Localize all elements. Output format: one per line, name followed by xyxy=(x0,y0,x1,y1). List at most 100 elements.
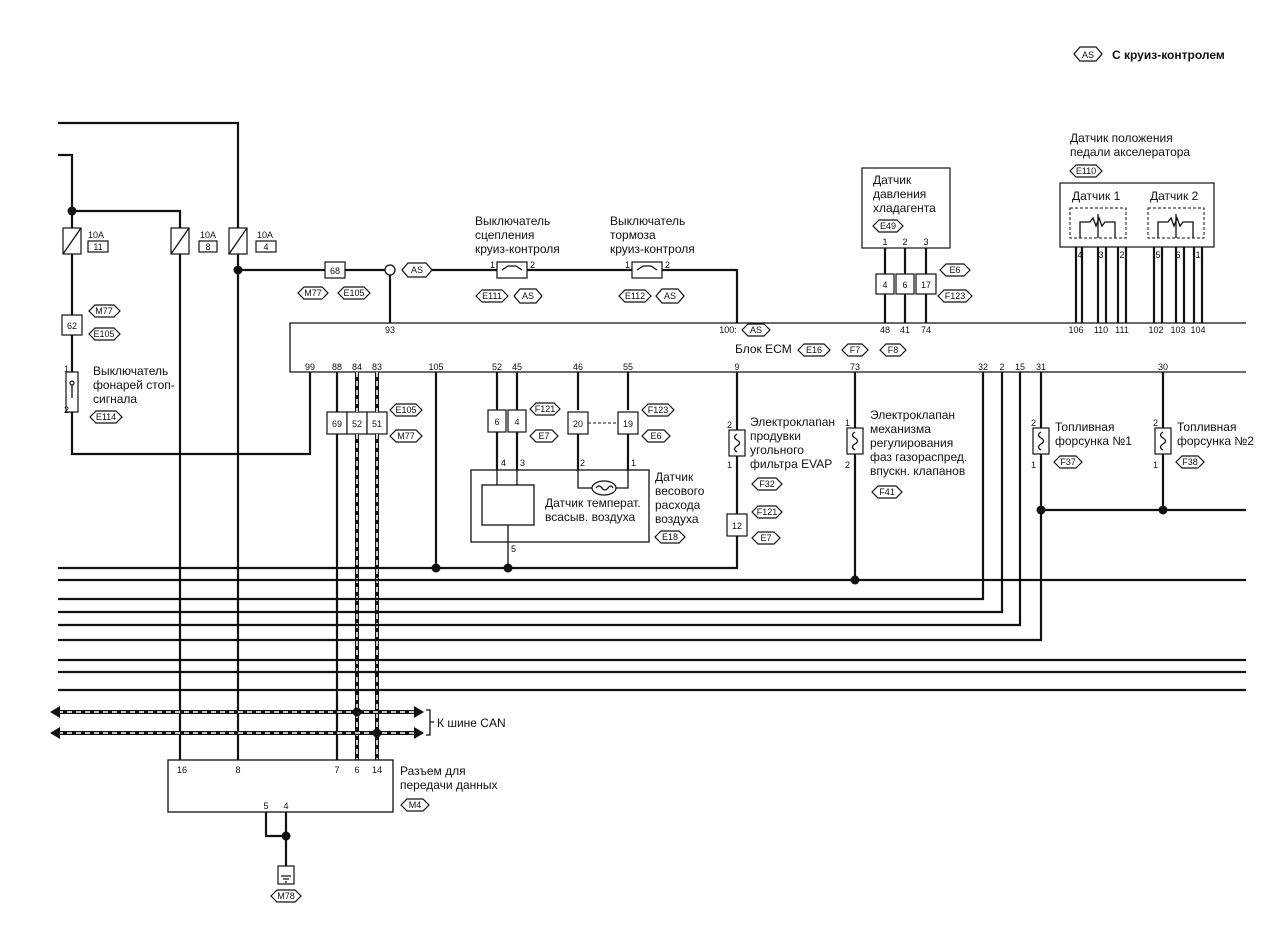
svg-text:110: 110 xyxy=(1094,325,1108,335)
svg-text:F41: F41 xyxy=(879,487,895,497)
svg-text:4: 4 xyxy=(882,280,887,290)
svg-text:фаз газораспред.: фаз газораспред. xyxy=(870,450,967,464)
svg-text:100:: 100: xyxy=(719,325,737,335)
svg-text:74: 74 xyxy=(921,325,931,335)
svg-text:F8: F8 xyxy=(888,345,899,355)
svg-text:2: 2 xyxy=(1153,418,1158,428)
svg-text:E111: E111 xyxy=(482,291,502,301)
svg-text:104: 104 xyxy=(1190,325,1205,335)
svg-text:тормоза: тормоза xyxy=(610,228,656,242)
svg-text:2: 2 xyxy=(580,458,585,468)
svg-text:E112: E112 xyxy=(625,291,645,301)
svg-text:88: 88 xyxy=(332,362,342,372)
svg-text:M78: M78 xyxy=(277,891,295,901)
accelerator-pedal-sensor: Датчик положения педали акселератора E11… xyxy=(1059,131,1215,335)
svg-text:F7: F7 xyxy=(850,345,861,355)
svg-text:14: 14 xyxy=(372,765,382,775)
svg-text:Датчик температ.: Датчик температ. xyxy=(545,496,641,510)
svg-text:10A: 10A xyxy=(200,230,216,240)
svg-text:103: 103 xyxy=(1170,325,1185,335)
svg-text:2: 2 xyxy=(1031,418,1036,428)
svg-text:10A: 10A xyxy=(257,230,273,240)
svg-text:воздуха: воздуха xyxy=(655,512,699,526)
svg-text:E7: E7 xyxy=(760,533,771,543)
maf-sensor: 6 4 F121 E7 20 19 F123 E6 4 3 2 1 Датчик… xyxy=(431,372,705,573)
svg-text:55: 55 xyxy=(623,362,633,372)
svg-text:1: 1 xyxy=(1195,250,1200,260)
vvt-valve: 1 2 Электроклапан механизма регулировани… xyxy=(845,372,967,585)
evap-valve: 2 1 12 F121 E7 Электроклапан продувки уг… xyxy=(58,372,835,570)
svg-text:продувки: продувки xyxy=(750,429,801,443)
joint-68: 68 M77 E105 xyxy=(297,261,371,300)
svg-text:фильтра EVAP: фильтра EVAP xyxy=(750,457,832,471)
fuse-8: 10A 8 xyxy=(170,227,218,255)
svg-text:105: 105 xyxy=(428,362,443,372)
svg-text:форсунка №2: форсунка №2 xyxy=(1177,434,1254,448)
svg-text:69: 69 xyxy=(332,419,342,429)
svg-text:30: 30 xyxy=(1158,362,1168,372)
svg-text:E114: E114 xyxy=(96,412,116,422)
svg-text:F32: F32 xyxy=(759,479,775,489)
svg-text:1: 1 xyxy=(1031,460,1036,470)
svg-text:52: 52 xyxy=(492,362,502,372)
svg-text:Выключатель: Выключатель xyxy=(93,364,168,378)
svg-text:E49: E49 xyxy=(880,221,896,231)
svg-text:4: 4 xyxy=(263,242,268,252)
svg-text:46: 46 xyxy=(573,362,583,372)
svg-text:12: 12 xyxy=(732,521,742,531)
svg-text:6: 6 xyxy=(1175,250,1180,260)
svg-text:педали акселератора: педали акселератора xyxy=(1070,145,1190,159)
svg-text:41: 41 xyxy=(900,325,910,335)
svg-text:102: 102 xyxy=(1148,325,1163,335)
svg-text:F38: F38 xyxy=(1182,457,1198,467)
svg-text:2: 2 xyxy=(530,260,535,270)
brake-switch: Выключатель тормоза круиз-контроля 1 2 E… xyxy=(610,214,695,304)
svg-text:2: 2 xyxy=(845,460,850,470)
svg-text:6: 6 xyxy=(354,765,359,775)
fuse-11: 10A 11 xyxy=(62,227,109,255)
ground-point: M78 xyxy=(270,865,302,903)
svg-text:Датчик: Датчик xyxy=(873,173,912,187)
refrigerant-pressure-sensor: Датчик давления хладагента E49 1 2 3 4 6… xyxy=(861,167,973,335)
svg-text:сигнала: сигнала xyxy=(93,392,137,406)
harness-bus xyxy=(58,372,1246,692)
svg-text:E6: E6 xyxy=(949,265,960,275)
svg-text:Датчик 2: Датчик 2 xyxy=(1150,189,1199,203)
svg-text:передачи данных: передачи данных xyxy=(400,778,498,792)
svg-text:11: 11 xyxy=(93,242,102,252)
svg-text:2: 2 xyxy=(665,260,670,270)
injector-2: 2 1 Топливная форсунка №2 F38 xyxy=(1153,372,1254,515)
svg-text:32: 32 xyxy=(978,362,988,372)
svg-text:расхода: расхода xyxy=(655,498,701,512)
svg-text:20: 20 xyxy=(573,419,583,429)
svg-text:E105: E105 xyxy=(395,405,416,415)
svg-text:106: 106 xyxy=(1068,325,1083,335)
svg-text:6: 6 xyxy=(494,417,499,427)
svg-text:E7: E7 xyxy=(538,431,549,441)
svg-text:7: 7 xyxy=(334,765,339,775)
svg-text:111: 111 xyxy=(1115,325,1129,335)
svg-text:Электроклапан: Электроклапан xyxy=(750,415,835,429)
svg-text:сцепления: сцепления xyxy=(475,228,534,242)
svg-text:механизма: механизма xyxy=(870,422,931,436)
fuse-4: 10A 4 xyxy=(228,227,277,255)
svg-text:круиз-контроля: круиз-контроля xyxy=(475,242,560,256)
svg-text:M77: M77 xyxy=(95,306,113,316)
svg-text:F121: F121 xyxy=(535,404,556,414)
svg-text:84: 84 xyxy=(352,362,362,372)
svg-text:4: 4 xyxy=(501,458,506,468)
svg-text:5: 5 xyxy=(511,544,516,554)
svg-text:4: 4 xyxy=(1077,250,1082,260)
svg-text:F123: F123 xyxy=(945,291,966,301)
svg-text:1: 1 xyxy=(631,458,636,468)
svg-text:52: 52 xyxy=(352,419,362,429)
svg-text:F123: F123 xyxy=(648,405,669,415)
svg-text:2: 2 xyxy=(999,362,1004,372)
svg-text:16: 16 xyxy=(177,765,187,775)
svg-text:Датчик: Датчик xyxy=(655,470,694,484)
clutch-switch: Выключатель сцепления круиз-контроля 1 2… xyxy=(475,214,560,304)
svg-text:Выключатель: Выключатель xyxy=(610,214,685,228)
svg-text:весового: весового xyxy=(655,484,705,498)
svg-text:M77: M77 xyxy=(304,288,322,298)
svg-text:2: 2 xyxy=(64,405,69,415)
